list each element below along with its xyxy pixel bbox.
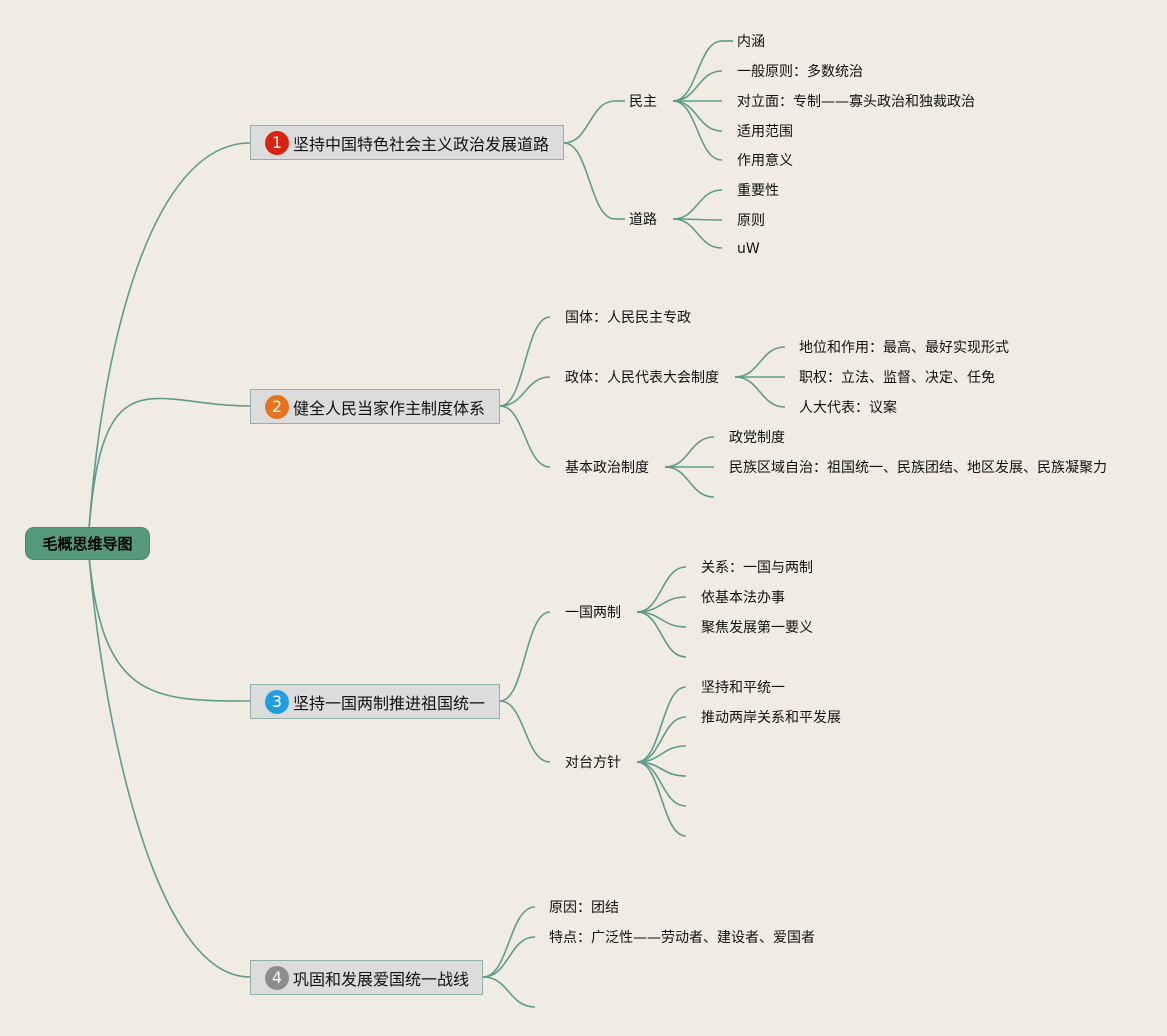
topic-1-number-badge: 1	[265, 130, 289, 155]
link-basic-leaf-0	[664, 436, 715, 468]
topic-3-label: 坚持一国两制推进祖国统一	[293, 693, 486, 713]
leaf-importance[interactable]: 重要性	[737, 183, 779, 199]
topic-2-label: 健全人民当家作主制度体系	[293, 398, 486, 418]
link-t3-yiguo	[499, 611, 551, 702]
link-t4-reason	[482, 906, 536, 978]
node-minzhu[interactable]: 民主	[629, 94, 657, 110]
leaf-powers[interactable]: 职权：立法、监督、决定、任免	[799, 370, 995, 386]
root-node[interactable]: 毛概思维导图	[25, 527, 150, 560]
link-t3-taiwan	[499, 700, 551, 763]
link-t4-feature	[482, 936, 536, 978]
link-minzhu-leaf-3	[672, 100, 723, 132]
link-zhengti-leaf-2	[734, 376, 786, 408]
leaf-development[interactable]: 聚焦发展第一要义	[701, 620, 813, 636]
topic-4-number-badge: 4	[265, 965, 289, 990]
node-taiwan-policy[interactable]: 对台方针	[565, 755, 621, 771]
topic-3[interactable]: 3 坚持一国两制推进祖国统一	[250, 684, 500, 719]
topic-1-label: 坚持中国特色社会主义政治发展道路	[293, 134, 550, 154]
topic-1[interactable]: 1 坚持中国特色社会主义政治发展道路	[250, 125, 564, 160]
topic-4-label: 巩固和发展爱国统一战线	[293, 969, 470, 989]
leaf-regional-autonomy[interactable]: 民族区域自治：祖国统一、民族团结、地区发展、民族凝聚力	[729, 460, 1107, 476]
leaf-basic-law[interactable]: 依基本法办事	[701, 590, 785, 606]
leaf-opposite[interactable]: 对立面：专制——寡头政治和独裁政治	[737, 94, 975, 110]
leaf-party-system[interactable]: 政党制度	[729, 430, 785, 446]
leaf-neihan[interactable]: 内涵	[737, 34, 765, 50]
link-t2-basic	[499, 405, 551, 468]
link-taiwan-leaf-0	[636, 686, 687, 763]
link-basic-leaf-2	[664, 466, 715, 498]
link-root-topic-2	[87, 397, 251, 545]
node-feature[interactable]: 特点：广泛性——劳动者、建设者、爱国者	[549, 930, 815, 946]
node-reason[interactable]: 原因：团结	[549, 900, 619, 916]
node-guoti[interactable]: 国体：人民民主专政	[565, 310, 691, 326]
link-daolu-leaf-0	[672, 189, 723, 220]
leaf-significance[interactable]: 作用意义	[737, 153, 793, 169]
topic-3-number-badge: 3	[265, 689, 289, 714]
leaf-principle[interactable]: 原则	[737, 213, 765, 229]
topic-4[interactable]: 4 巩固和发展爱国统一战线	[250, 960, 483, 995]
link-t1-minzhu	[563, 100, 616, 144]
topic-2[interactable]: 2 健全人民当家作主制度体系	[250, 389, 500, 424]
topic-2-number-badge: 2	[265, 394, 289, 419]
link-minzhu-leaf-4	[672, 100, 723, 161]
leaf-relation[interactable]: 关系：一国与两制	[701, 560, 813, 576]
leaf-general-principle[interactable]: 一般原则：多数统治	[737, 64, 863, 80]
leaf-uw[interactable]: uW	[737, 241, 760, 257]
link-zhengti-leaf-0	[734, 346, 786, 378]
leaf-cross-strait[interactable]: 推动两岸关系和平发展	[701, 710, 841, 726]
link-root-topic-4	[87, 543, 251, 978]
link-t4-empty	[482, 976, 536, 1008]
link-yiguo-leaf-3	[636, 611, 687, 658]
leaf-scope[interactable]: 适用范围	[737, 124, 793, 140]
link-daolu-leaf-2	[672, 218, 723, 249]
link-yiguo-leaf-0	[636, 566, 687, 613]
leaf-deputies[interactable]: 人大代表：议案	[799, 400, 897, 416]
link-root-topic-1	[87, 142, 251, 545]
node-zhengti[interactable]: 政体：人民代表大会制度	[565, 370, 719, 386]
link-minzhu-leaf-1	[672, 70, 723, 102]
node-one-country-two-systems[interactable]: 一国两制	[565, 605, 621, 621]
link-t1-daolu	[563, 142, 616, 220]
link-t2-guoti	[499, 316, 551, 407]
node-daolu[interactable]: 道路	[629, 212, 657, 228]
leaf-peaceful-reunification[interactable]: 坚持和平统一	[701, 680, 785, 696]
node-basic-political-system[interactable]: 基本政治制度	[565, 460, 649, 476]
link-minzhu-leaf-0	[672, 40, 723, 102]
link-root-topic-3	[87, 543, 251, 702]
leaf-status-role[interactable]: 地位和作用：最高、最好实现形式	[799, 340, 1009, 356]
link-taiwan-leaf-5	[636, 761, 687, 837]
link-t2-zhengti	[499, 376, 551, 407]
